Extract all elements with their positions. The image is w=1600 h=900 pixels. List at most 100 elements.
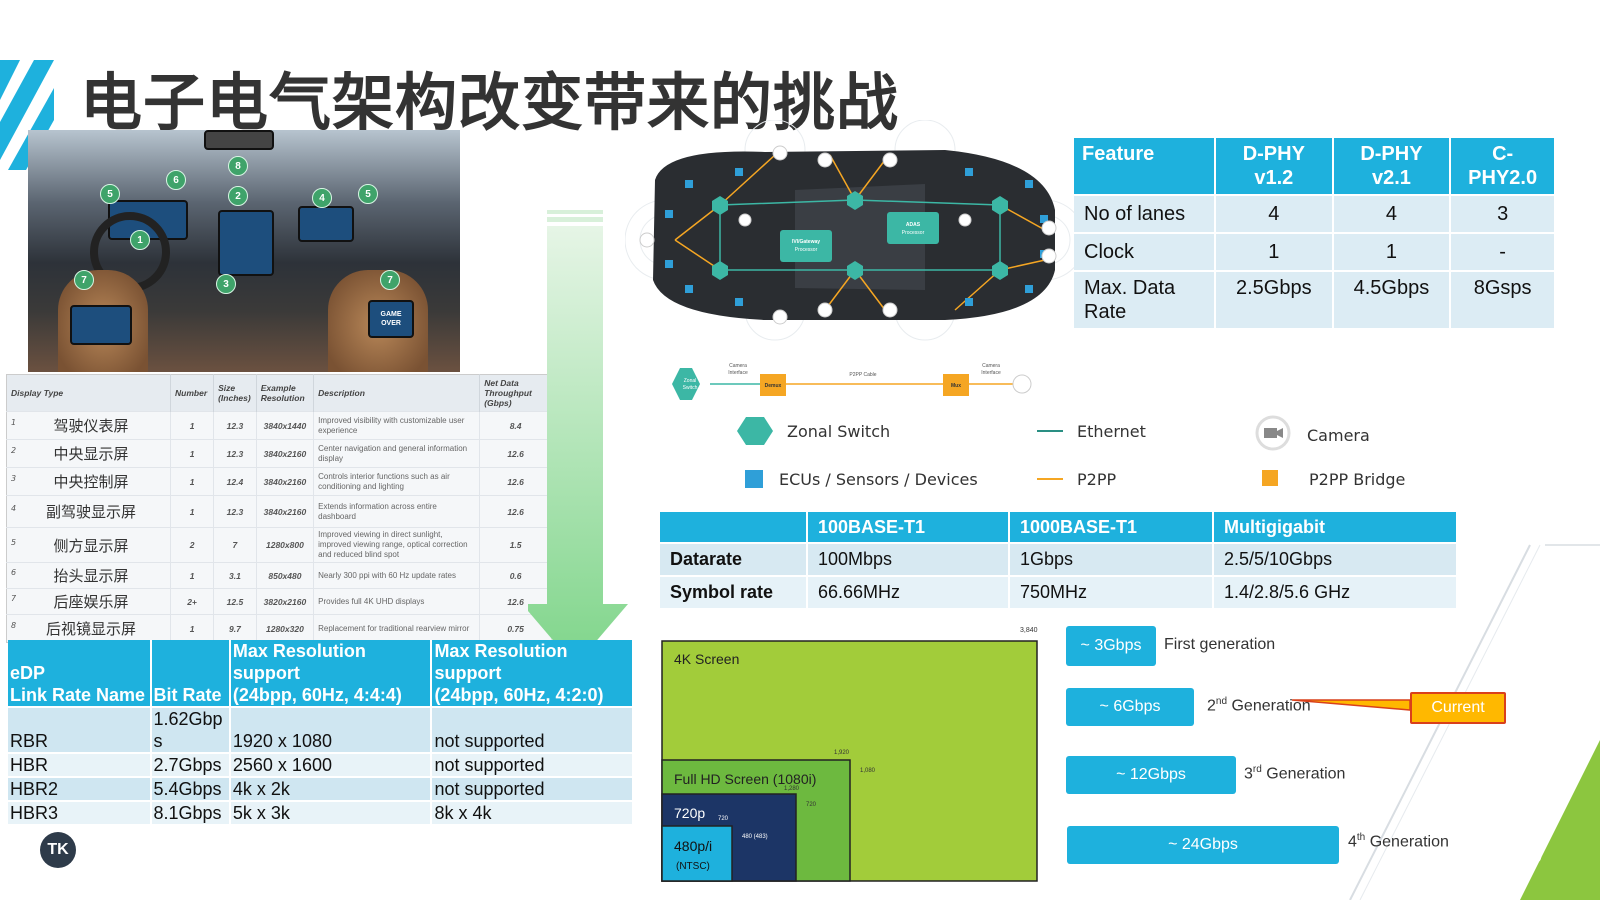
eth-col-1000base: 1000BASE-T1	[1010, 512, 1212, 542]
marker-8: 8	[228, 156, 248, 176]
cell: 2 中央显示屏	[6, 439, 172, 468]
svg-text:Camera: Camera	[729, 363, 747, 369]
cell: 8k x 4k	[431, 800, 634, 824]
w-label-720p: 1,280	[784, 786, 800, 792]
cell: 100Mbps	[808, 544, 1008, 575]
down-arrow-icon	[528, 210, 628, 666]
col-throughput: Net Data Throughput (Gbps)	[479, 374, 552, 412]
legend-ethernet: Ethernet	[1037, 421, 1146, 441]
svg-text:Processor: Processor	[795, 247, 818, 253]
cell: 0.6	[479, 562, 552, 589]
col-description: Description	[313, 374, 481, 412]
cell: HBR	[8, 752, 152, 777]
cell: 4	[1216, 196, 1332, 232]
cell: 1Gbps	[1010, 544, 1212, 575]
svg-text:Interface: Interface	[981, 370, 1001, 376]
cell: 1	[1333, 234, 1450, 270]
h-label-480p: 480 (483)	[742, 834, 768, 840]
row-index: 8	[11, 621, 17, 630]
box-480p	[661, 825, 733, 882]
gen4-rate-box: ~ 24Gbps	[1067, 826, 1339, 864]
legend-label: Zonal Switch	[787, 421, 891, 441]
legend-p2pp: P2PP	[1037, 469, 1116, 489]
row-index: 5	[11, 537, 17, 547]
svg-text:Demux: Demux	[765, 383, 782, 389]
table-row: Datarate 100Mbps 1Gbps 2.5/5/10Gbps	[660, 544, 1456, 575]
display-name: 后视镜显示屏	[46, 620, 137, 638]
table-header-row: Display Type Number Size (Inches) Exampl…	[6, 374, 552, 412]
col-size: Size (Inches)	[213, 374, 257, 412]
cell: 1	[170, 411, 215, 440]
brand-stripes-icon	[0, 60, 54, 170]
page-number: 9	[1532, 846, 1543, 866]
legend-label: P2PP Bridge	[1309, 469, 1406, 489]
row-index: 6	[11, 568, 17, 577]
gen3-label: 3rd Generation	[1244, 764, 1346, 783]
cell: No of lanes	[1074, 196, 1214, 232]
ethernet-table: 100BASE-T1 1000BASE-T1 Multigigabit Data…	[658, 510, 1458, 610]
svg-text:ADAS: ADAS	[906, 222, 921, 228]
cell: 2.7Gbps	[150, 752, 231, 777]
ivi-gateway-processor	[780, 230, 832, 262]
camera-icon	[1255, 415, 1291, 451]
cell: 12.3	[213, 411, 257, 440]
gen2-rate-box: ~ 6Gbps	[1066, 688, 1194, 726]
cell: Symbol rate	[660, 577, 806, 608]
legend-camera: Camera	[1253, 415, 1370, 455]
eth-col-blank	[660, 512, 806, 542]
row-index: 4	[11, 504, 17, 513]
legend-label: ECUs / Sensors / Devices	[779, 469, 978, 489]
svg-text:Switch: Switch	[683, 385, 698, 391]
cell: Improved viewing in direct sunlight, imp…	[313, 527, 481, 563]
diagram-legend: Zonal Switch Ethernet Camera ECUs / Sens…	[737, 415, 1445, 505]
cell: HBR2	[8, 776, 152, 801]
blue-square-icon	[745, 470, 763, 488]
marker-7-left: 7	[74, 270, 94, 290]
teal-line-icon	[1037, 430, 1063, 432]
display-name: 中央显示屏	[53, 445, 129, 463]
col-display-type: Display Type	[6, 374, 172, 412]
cell: 1920 x 1080	[229, 706, 433, 753]
cell: 1	[170, 439, 215, 468]
cell: 12.3	[213, 439, 257, 468]
svg-text:Mux: Mux	[951, 383, 961, 389]
marker-6: 6	[166, 170, 186, 190]
marker-4: 4	[312, 188, 332, 208]
cell: 2.5Gbps	[1216, 272, 1332, 328]
legend-label: Camera	[1307, 425, 1370, 445]
phy-col-cphy20: C-PHY2.0	[1451, 138, 1554, 194]
cell: 1	[1216, 234, 1332, 270]
cell: 8Gsps	[1451, 272, 1554, 328]
cell: Nearly 300 ppi with 60 Hz update rates	[313, 562, 481, 589]
cell: 12.6	[479, 467, 552, 496]
cell: 1280x320	[256, 614, 315, 643]
adas-processor	[887, 212, 939, 244]
svg-text:IVI/Gateway: IVI/Gateway	[792, 239, 820, 245]
table-row: HBR 2.7Gbps 2560 x 1600 not supported	[8, 752, 634, 777]
cell: not supported	[431, 776, 634, 801]
hexagon-icon	[737, 417, 773, 445]
display-name: 驾驶仪表屏	[53, 417, 129, 435]
rearview-mirror-display	[204, 130, 274, 150]
phy-col-feature: Feature	[1074, 138, 1214, 194]
row-index: 2	[11, 446, 17, 455]
display-name: 后座娱乐屏	[53, 593, 129, 611]
svg-text:Processor: Processor	[902, 230, 925, 236]
sublabel-480p: (NTSC)	[676, 861, 710, 872]
p2pp-switch-label: Zonal	[684, 378, 697, 384]
cell: 850x480	[256, 562, 315, 589]
right-rear-display: GAME OVER	[368, 300, 414, 338]
cell: 12.3	[213, 495, 257, 528]
h-label-720p: 720	[806, 802, 817, 808]
